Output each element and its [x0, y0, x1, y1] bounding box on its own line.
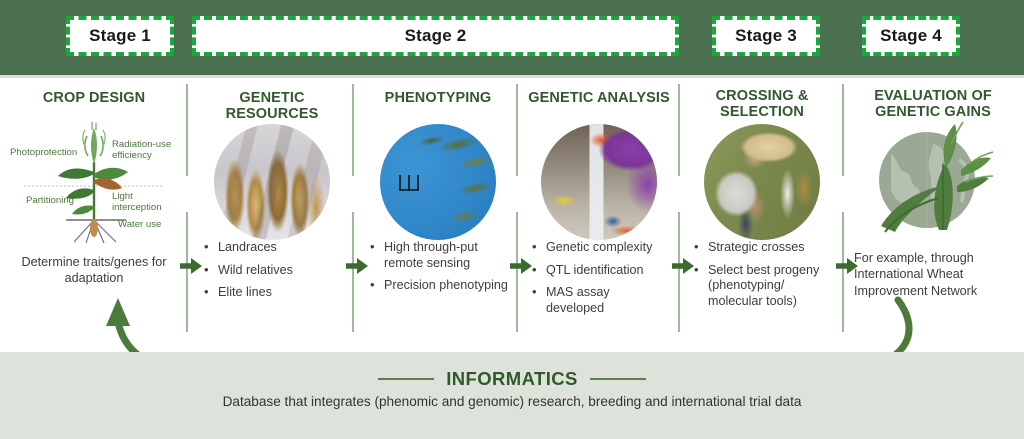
column-phenotyping: PHENOTYPING High through-put remote sens…	[362, 78, 514, 352]
column-crop-design: CROP DESIGN	[8, 78, 180, 352]
list-item: Select best progeny (phenotyping/ molecu…	[694, 262, 834, 310]
list-item: QTL identification	[532, 262, 670, 279]
stage-badge-3: Stage 3	[712, 16, 820, 56]
informatics-band: INFORMATICS Database that integrates (ph…	[0, 352, 1024, 439]
pipeline-columns: CROP DESIGN	[0, 78, 1024, 352]
stage-badge-4: Stage 4	[862, 16, 960, 56]
column-divider-5	[842, 84, 844, 332]
list-item: High through-put remote sensing	[370, 239, 510, 271]
informatics-subtitle: Database that integrates (phenomic and g…	[222, 394, 802, 409]
column-divider-4	[678, 84, 680, 332]
label-partitioning: Partitioning	[26, 195, 74, 206]
caption-crop-design: Determine traits/genes for adaptation	[21, 255, 167, 286]
header-bottom-rule	[0, 75, 1024, 78]
list-item: Elite lines	[204, 284, 344, 301]
column-genetic-resources: GENETIC RESOURCES Landraces Wild relativ…	[196, 78, 348, 352]
label-light-interception: Light interception	[112, 191, 162, 213]
list-item: Genetic complexity	[532, 239, 670, 256]
flow-arrow-5	[836, 256, 858, 276]
lab-pipette-photo-icon	[541, 124, 657, 240]
stage-badge-4-label: Stage 4	[880, 26, 942, 45]
list-item: Strategic crosses	[694, 239, 834, 256]
bullets-genetic-analysis: Genetic complexity QTL identification MA…	[524, 239, 674, 317]
wheat-ears-photo-icon	[214, 124, 330, 240]
flow-arrow-1	[180, 256, 202, 276]
column-divider-3	[516, 84, 518, 332]
column-title-genetic-analysis: GENETIC ANALYSIS	[528, 90, 670, 106]
stage-badge-1: Stage 1	[66, 16, 174, 56]
crop-design-diagram: Photoprotection Radiation-use efficiency…	[8, 122, 180, 244]
column-genetic-analysis: GENETIC ANALYSIS Genetic complexity QTL …	[524, 78, 674, 352]
field-worker-photo-icon	[704, 124, 820, 240]
column-divider-2	[352, 84, 354, 332]
label-radiation-use-efficiency: Radiation-use efficiency	[112, 139, 172, 161]
list-item: MAS assay developed	[532, 284, 670, 316]
label-photoprotection: Photoprotection	[10, 147, 78, 158]
informatics-title-row: INFORMATICS	[0, 368, 1024, 390]
column-divider-1	[186, 84, 188, 332]
bullets-genetic-resources: Landraces Wild relatives Elite lines	[196, 239, 348, 301]
globe-wheat-illustration-icon	[875, 121, 994, 240]
flow-arrow-4	[672, 256, 694, 276]
column-crossing-selection: CROSSING & SELECTION Strategic crosses S…	[686, 78, 838, 352]
column-title-crop-design: CROP DESIGN	[42, 90, 146, 106]
wheat-plant-icon	[24, 122, 164, 244]
blue-sky-canopy-photo-icon	[380, 124, 496, 240]
flow-arrow-3	[510, 256, 532, 276]
stage-badge-2-label: Stage 2	[404, 26, 467, 45]
flow-arrow-2	[346, 256, 368, 276]
list-item: Precision phenotyping	[370, 277, 510, 294]
bullets-phenotyping: High through-put remote sensing Precisio…	[362, 239, 514, 294]
bullets-crossing-selection: Strategic crosses Select best progeny (p…	[686, 239, 838, 310]
informatics-rule-left	[378, 378, 435, 380]
column-evaluation-genetic-gains: EVALUATION OF GENETIC GAINS	[850, 78, 1016, 352]
label-water-use: Water use	[118, 219, 162, 230]
column-title-genetic-resources: GENETIC RESOURCES	[225, 90, 319, 123]
column-title-evaluation-genetic-gains: EVALUATION OF GENETIC GAINS	[874, 88, 992, 121]
list-item: Wild relatives	[204, 262, 344, 279]
stage-badge-2: Stage 2	[192, 16, 679, 56]
column-title-phenotyping: PHENOTYPING	[384, 90, 492, 106]
informatics-rule-right	[589, 378, 646, 380]
informatics-title: INFORMATICS	[446, 368, 578, 389]
caption-evaluation-genetic-gains: For example, through International Wheat…	[854, 251, 978, 298]
list-item: Landraces	[204, 239, 344, 256]
column-title-crossing-selection: CROSSING & SELECTION	[715, 88, 809, 121]
stage-badge-3-label: Stage 3	[735, 26, 797, 45]
stage-badge-1-label: Stage 1	[89, 26, 151, 45]
